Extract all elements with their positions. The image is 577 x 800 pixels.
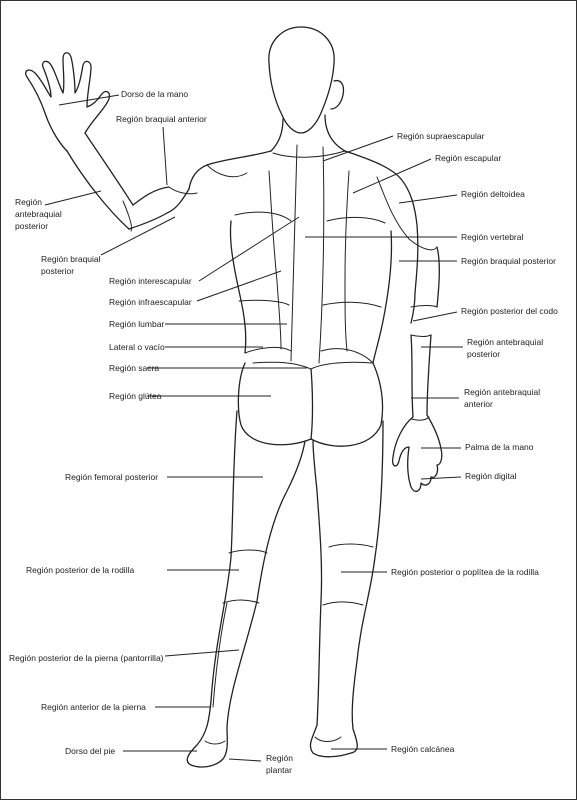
- neck-base-line: [272, 150, 346, 158]
- vertebral-line-left: [290, 144, 298, 362]
- sacral-line: [252, 361, 374, 370]
- head-outline: [268, 26, 335, 134]
- label-anterior-pierna: Región anterior de la pierna: [41, 702, 146, 712]
- label-calcanea: Región calcánea: [391, 744, 455, 754]
- leader-interescapular: [198, 216, 300, 282]
- leader-plantar: [228, 758, 262, 762]
- left-elbow-line: [122, 200, 132, 232]
- leader-digital: [420, 476, 462, 480]
- left-forearm-outline: [66, 132, 134, 230]
- leader-infraescapular: [196, 270, 282, 302]
- infrascapular-line: [238, 299, 382, 308]
- label-dorso-mano: Dorso de la mano: [121, 89, 189, 99]
- right-ear: [330, 79, 345, 110]
- scapular-right-line: [344, 170, 350, 352]
- label-antebraquial-posterior-left-1: Región: [15, 197, 42, 207]
- right-buttock: [310, 362, 384, 447]
- left-arm-top-outline: [132, 186, 170, 206]
- label-plantar-2: plantar: [266, 765, 292, 775]
- label-lateral-vacio: Lateral o vacío: [109, 342, 165, 352]
- label-braquial-anterior: Región braquial anterior: [116, 114, 207, 124]
- leader-antebraquial-posterior-left: [44, 190, 102, 206]
- label-vertebral: Región vertebral: [461, 232, 524, 242]
- label-digital: Región digital: [465, 471, 517, 481]
- leader-posterior-codo: [412, 311, 458, 322]
- left-calf-line: [212, 602, 228, 708]
- label-antebraquial-posterior-left-2: antebraquial: [15, 209, 62, 219]
- label-braquial-posterior-right: Región braquial posterior: [461, 256, 556, 266]
- right-hand-outline: [391, 414, 443, 492]
- label-dorso-pie: Dorso del pie: [65, 746, 116, 756]
- label-sacra: Región sacra: [109, 363, 160, 373]
- right-heel-line: [314, 736, 342, 742]
- left-upper-arm-outline: [128, 188, 190, 230]
- label-lumbar: Región lumbar: [109, 319, 165, 329]
- right-forearm-outline: [410, 334, 432, 418]
- gluteal-cleft: [310, 368, 314, 440]
- label-interescapular: Región interescapular: [109, 276, 192, 286]
- left-shoulder-outline: [188, 150, 272, 190]
- left-knee-lines: [222, 549, 268, 604]
- leader-dorso-mano: [58, 94, 120, 106]
- label-antebraquial-anterior-1: Región antebraquial: [464, 387, 541, 397]
- right-upper-arm-outline: [410, 246, 440, 324]
- label-antebraquial-posterior-right-1: Región antebraquial: [467, 337, 544, 347]
- vertebral-line-right: [318, 146, 325, 364]
- leader-posterior-pierna: [164, 649, 240, 657]
- left-hand-outline: [25, 52, 111, 152]
- right-wrist-line: [410, 416, 430, 421]
- label-escapular: Región escapular: [435, 153, 502, 163]
- label-infraescapular: Región infraescapular: [109, 297, 192, 307]
- leader-braquial-posterior-left: [100, 216, 176, 256]
- leader-deltoidea: [398, 194, 458, 204]
- neck-outline: [270, 114, 346, 152]
- leader-braquial-anterior: [162, 126, 168, 186]
- label-antebraquial-anterior-2: anterior: [464, 399, 493, 409]
- right-knee-lines: [322, 543, 374, 606]
- left-leg-outline: [186, 410, 306, 768]
- label-antebraquial-posterior-right-2: posterior: [467, 349, 501, 359]
- leader-supraescapular: [322, 135, 394, 162]
- label-antebraquial-posterior-left-3: posterior: [15, 221, 49, 231]
- right-torso-side: [372, 230, 393, 364]
- left-deltoid-line: [168, 164, 248, 195]
- label-supraescapular: Región supraescapular: [397, 131, 485, 141]
- label-braquial-posterior-left-1: Región braquial: [41, 254, 101, 264]
- right-shoulder-outline: [344, 150, 419, 294]
- right-elbow-line: [410, 305, 438, 337]
- right-leg-outline: [309, 420, 384, 758]
- left-torso-side: [229, 220, 247, 354]
- scapular-left-line: [268, 170, 282, 350]
- label-braquial-posterior-left-2: posterior: [41, 266, 75, 276]
- right-deltoid-line: [376, 176, 438, 251]
- label-posterior-codo: Región posterior del codo: [461, 306, 558, 316]
- label-femoral-posterior: Región femoral posterior: [65, 472, 159, 482]
- label-posterior-pierna: Región posterior de la pierna (pantorril…: [9, 653, 164, 663]
- label-plantar-1: Región: [266, 753, 293, 763]
- leader-escapular: [352, 158, 432, 194]
- label-posterior-rodilla: Región posterior de la rodilla: [26, 565, 135, 575]
- scapular-bottom-line: [234, 211, 386, 224]
- label-glutea: Región glútea: [109, 391, 162, 401]
- label-palma-mano: Palma de la mano: [465, 442, 534, 452]
- label-poplitea: Región posterior o poplítea de la rodill…: [391, 567, 539, 577]
- left-heel-line: [204, 740, 226, 745]
- label-deltoidea: Región deltoidea: [461, 189, 525, 199]
- left-buttock: [237, 362, 312, 446]
- lumbar-line: [244, 346, 374, 364]
